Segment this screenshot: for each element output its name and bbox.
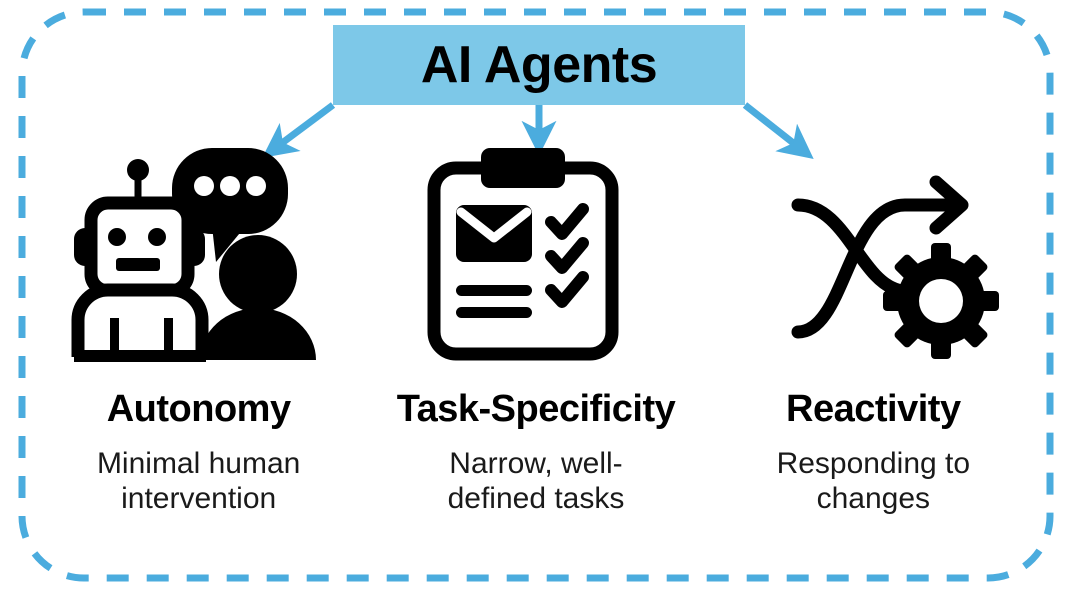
clipboard-line-2 [456,307,532,318]
checkmark-1-icon [545,203,589,240]
robot-eye-left [108,228,126,246]
crossing-arrows-gear-icon [791,175,999,359]
robot-antenna-icon [127,159,149,208]
column-reactivity: Reactivity Responding to changes [705,388,1042,517]
arrow-to-reactivity [742,102,814,160]
robot-body [71,283,209,357]
dashed-border-rect [18,8,1054,582]
robot-body-line-right [164,318,173,354]
gear-icon [883,243,999,359]
feature-columns: Autonomy Minimal human intervention Task… [30,388,1042,570]
column-task-specificity-heading: Task-Specificity [396,388,676,430]
robot-base [74,350,206,362]
column-autonomy-heading: Autonomy [106,388,291,430]
arrow-to-autonomy [262,102,336,158]
crossing-arrow-lower [791,198,905,297]
checkmark-3-icon [545,271,589,308]
arrowhead-right-icon [929,175,969,235]
column-autonomy-description: Minimal human intervention [96,446,301,516]
robot-body-line-left [110,318,119,354]
clipboard-line-1 [456,285,532,296]
person-icon [200,235,316,360]
clipboard-clip [481,148,565,188]
column-task-specificity: Task-Specificity Narrow, well-defined ta… [367,388,704,517]
clipboard-checklist-icon [427,148,619,361]
envelope-icon [456,205,532,262]
speech-bubble-icon [172,148,288,262]
header-box: AI Agents [333,25,745,105]
column-autonomy: Autonomy Minimal human intervention [30,388,367,517]
crossing-arrow-upper [791,198,967,339]
column-task-specificity-description: Narrow, well-defined tasks [447,446,625,516]
checkmark-2-icon [545,237,589,274]
robot-head [84,196,195,298]
column-reactivity-description: Responding to changes [776,446,971,516]
page-title: AI Agents [420,36,658,94]
robot-human-chat-icon [71,148,316,362]
robot-mouth [116,258,160,271]
robot-eye-right [148,228,166,246]
column-reactivity-heading: Reactivity [786,388,961,430]
